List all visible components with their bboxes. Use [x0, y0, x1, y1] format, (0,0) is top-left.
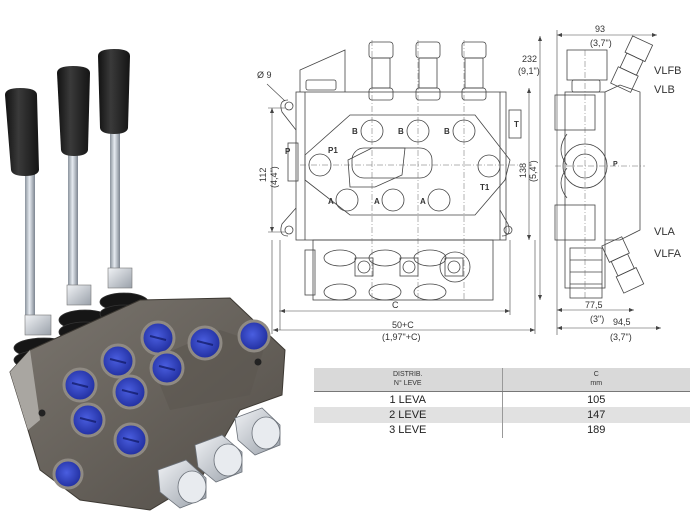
height-138-inch: (5,4") [528, 160, 538, 182]
spool-caps [157, 407, 281, 509]
label-vla: VLA [654, 226, 675, 238]
height-112-mm: 112 [258, 168, 268, 182]
table-row: 1 LEVA 105 [314, 391, 690, 407]
width-total-inch: (1,97"+C) [382, 332, 420, 342]
height-232-mm: 232 [522, 54, 537, 64]
side-width-94-inch: (3,7") [610, 332, 632, 342]
height-232-inch: (9,1") [518, 66, 540, 76]
height-112-inch: (4,4") [269, 166, 279, 188]
header-distrib-line1: DISTRIB. [392, 371, 423, 378]
port-label-b1: B [352, 127, 358, 136]
port-label-p: P [285, 147, 291, 156]
width-c-label: C [392, 300, 399, 310]
port-label-t: T [514, 120, 519, 129]
product-photo [5, 49, 286, 511]
spec-table-header: DISTRIB. N° LEVE C mm [314, 368, 690, 392]
side-view-drawing: 93 (3,7") P VLFB VLB VLA VLFA 77,5 (3") … [554, 24, 682, 342]
label-vlfa: VLFA [654, 248, 682, 260]
side-width-94-mm: 94,5 [613, 317, 631, 327]
label-vlfb: VLFB [654, 65, 682, 77]
port-label-a2: A [374, 197, 380, 206]
port-label-b3: B [444, 127, 450, 136]
cell-levers: 3 LEVE [314, 422, 503, 438]
cell-levers: 2 LEVE [314, 407, 503, 423]
front-view-drawing: Ø 9 P P1 T T1 B B B A A A 112 (4,4") 138… [257, 36, 542, 342]
width-total-mm: 50+C [392, 320, 414, 330]
port-label-a3: A [420, 197, 426, 206]
table-row: 3 LEVE 189 [314, 422, 690, 438]
cell-levers: 1 LEVA [314, 391, 503, 407]
cell-c-mm: 105 [587, 393, 606, 406]
mount-hole-label: Ø 9 [257, 70, 272, 80]
side-width-77-inch: (3") [590, 314, 604, 324]
port-label-a1: A [328, 197, 334, 206]
side-port-p: P [613, 161, 618, 168]
side-width-93-mm: 93 [595, 24, 605, 34]
side-width-93-inch: (3,7") [590, 38, 612, 48]
lever-rods [25, 100, 120, 320]
header-c-line1: C [593, 371, 599, 378]
header-distrib-line2: N° LEVE [393, 380, 422, 387]
cell-c-mm: 147 [502, 407, 690, 423]
lever-knob-3 [98, 49, 130, 134]
port-label-b2: B [398, 127, 404, 136]
header-distrib: DISTRIB. N° LEVE [314, 368, 503, 392]
label-vlb: VLB [654, 84, 675, 96]
lever-knob-1 [5, 88, 39, 176]
height-138-mm: 138 [518, 163, 528, 178]
table-row: 2 LEVE 147 [314, 407, 690, 423]
lever-knob-2 [57, 66, 90, 156]
header-c: C mm [502, 368, 690, 392]
side-width-77-mm: 77,5 [585, 300, 603, 310]
cell-c-mm: 189 [587, 424, 606, 437]
header-c-line2: mm [590, 380, 603, 387]
spec-table: DISTRIB. N° LEVE C mm 1 LEVA 105 2 LEVE … [314, 368, 690, 438]
port-label-p1: P1 [328, 146, 338, 155]
port-label-t1: T1 [480, 183, 490, 192]
